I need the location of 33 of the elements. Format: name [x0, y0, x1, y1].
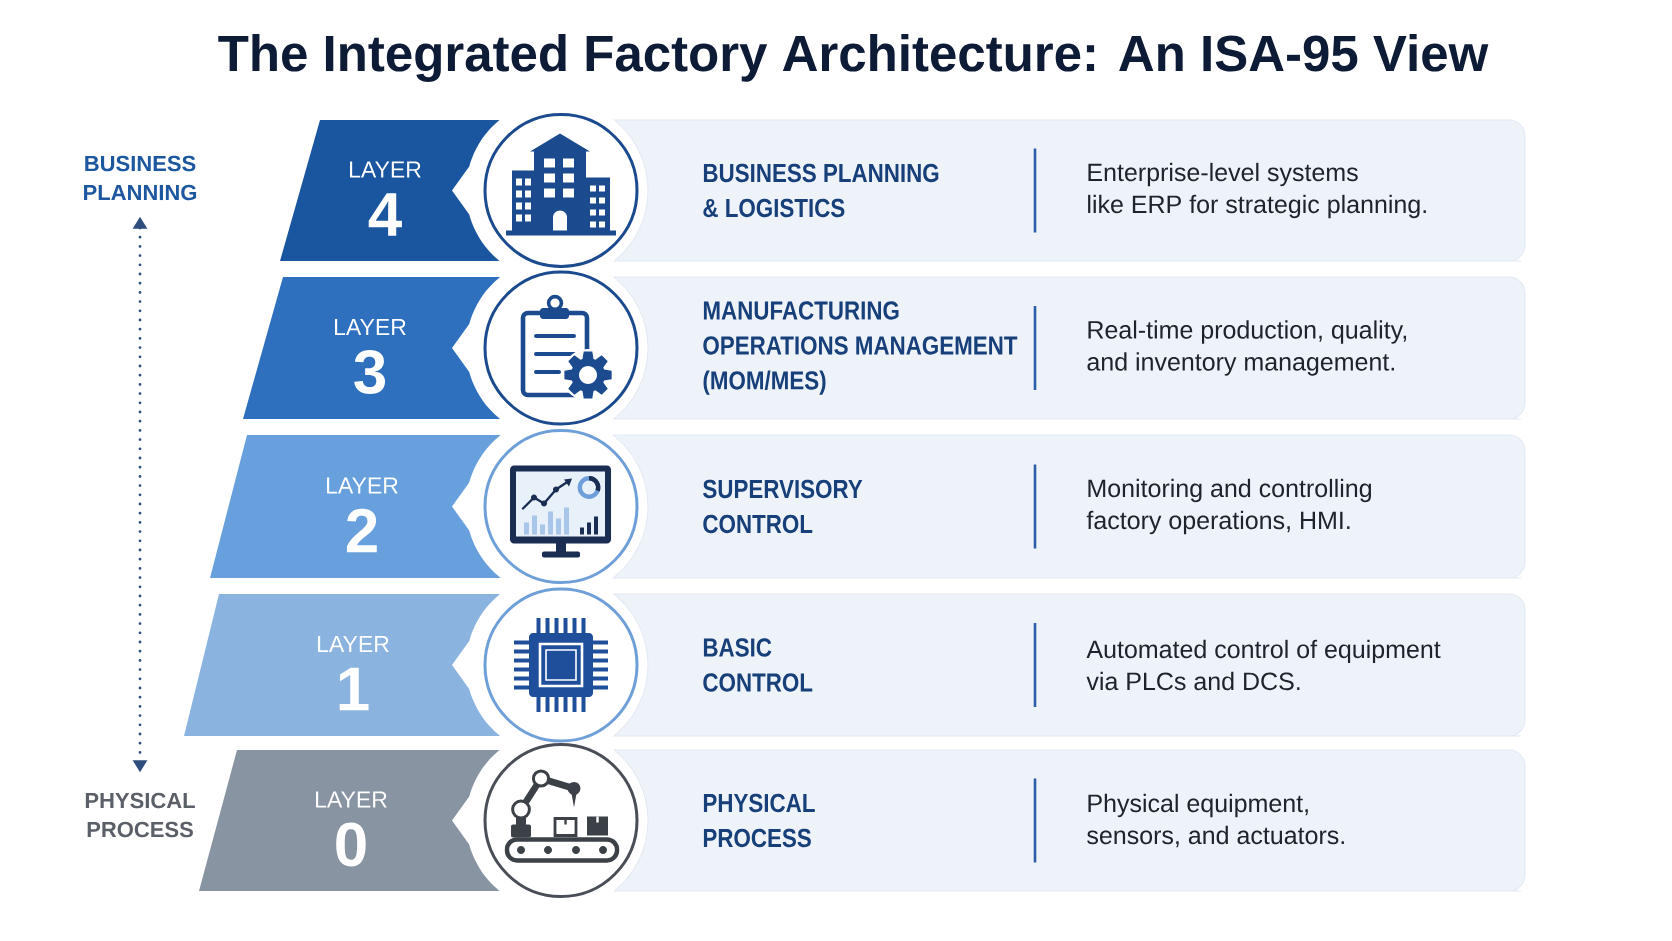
axis-label: BUSINESS PLANNING	[84, 155, 197, 201]
layer-label: LAYER	[327, 477, 398, 494]
title: The Integrated Factory Architecture: An ISA-95 View	[218, 34, 1489, 82]
card-heading: PHYSICAL PROCESS	[703, 793, 815, 848]
layer-tab	[280, 120, 500, 261]
card-description: Monitoring and controlling factory operations, HMI.	[1086, 478, 1371, 535]
info-card	[613, 593, 1526, 737]
layer-number: 1	[339, 667, 369, 711]
card-description: Enterprise-level systems like ERP for strategic planning.	[1088, 162, 1426, 219]
layer-number: 4	[368, 193, 402, 236]
layer-tab	[243, 277, 501, 419]
info-card	[614, 119, 1526, 262]
axis-label: PHYSICAL PROCESS	[85, 792, 195, 838]
layer-tab	[199, 750, 500, 891]
card-description: Real-time production, quality, and inventory management.	[1087, 320, 1407, 376]
card-description: Automated control of equipment via PLCs and DCS.	[1086, 639, 1441, 691]
info-card	[613, 276, 1526, 420]
layer-number: 2	[346, 508, 377, 553]
layer-label: LAYER	[316, 791, 387, 808]
card-heading: SUPERVISORY CONTROL	[703, 479, 863, 534]
card-heading: BASIC CONTROL	[703, 638, 813, 692]
layer-label: LAYER	[350, 161, 421, 178]
card-description: Physical equipment, sensors, and actuators.	[1087, 793, 1344, 848]
layer-tab	[210, 435, 501, 578]
info-card	[614, 749, 1526, 892]
layer-number: 3	[354, 350, 385, 394]
layer-number: 0	[336, 822, 366, 867]
card-heading: BUSINESS PLANNING & LOGISTICS	[703, 163, 939, 218]
card-heading: MANUFACTURING OPERATIONS MANAGEMENT (MOM/MES)	[703, 301, 1018, 395]
layer-label: LAYER	[335, 319, 406, 335]
layer-tab	[184, 594, 501, 736]
layer-label: LAYER	[318, 636, 389, 652]
info-card	[612, 434, 1526, 579]
